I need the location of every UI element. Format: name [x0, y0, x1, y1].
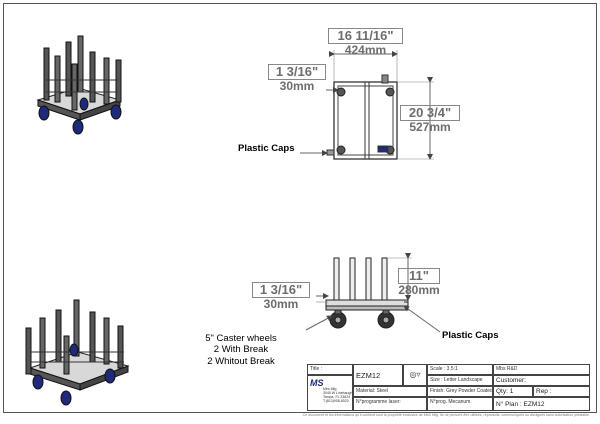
logo-cell: MS: [307, 375, 353, 411]
side-height-mm: 280mm: [398, 282, 440, 297]
top-width-dimension: 16 11/16" 424mm: [328, 28, 403, 56]
rep-cell: Rep :: [533, 386, 590, 397]
address-line1: Mbs Mfg: [323, 387, 337, 391]
address-line4: T:(813)908-8020: [323, 399, 349, 404]
top-depth-inches: 20 3/4": [400, 105, 460, 121]
caster-note-line3: 2 Whitout Break: [207, 355, 275, 367]
isometric-view-bottom: [25, 299, 130, 406]
title-value: EZM12: [353, 364, 403, 386]
plan-number-cell: N° Plan : EZM12: [493, 397, 590, 411]
sheet-border: [3, 3, 597, 413]
top-width-inches: 16 11/16": [328, 28, 403, 44]
top-depth-mm: 527mm: [409, 119, 451, 134]
side-offset-mm: 30mm: [263, 296, 299, 311]
scale-cell: Scale : 3.5:1: [427, 364, 493, 375]
prog-mecanum-cell: N°prog. Mecanum.: [427, 397, 493, 411]
side-height-inches: 11": [398, 268, 440, 284]
top-offset-inches: 1 3/16": [268, 64, 326, 80]
top-plastic-caps-callout: Plastic Caps: [238, 143, 295, 154]
caster-note: 5" Caster wheels 2 With Break 2 Whitout …: [196, 333, 286, 367]
caster-note-line1: 5" Caster wheels: [205, 333, 277, 344]
company-cell: Mbs R&D: [493, 364, 590, 375]
title-label: Title :: [307, 364, 353, 375]
isometric-view-top: [36, 35, 122, 135]
side-view: [305, 253, 441, 333]
address-block: Mbs Mfg 3045 W Linebaugh Tampa, FL 33624…: [307, 386, 353, 411]
title-block: Title : EZM12 ◎▿ Scale : 3.5:1 Size : Le…: [307, 364, 590, 411]
prog-laser-cell: N°programme laser:: [353, 397, 427, 411]
address-line3: Tampa, FL 33624: [323, 395, 351, 400]
company-logo: MS: [310, 378, 324, 388]
side-offset-dimension: 1 3/16" 30mm: [252, 282, 310, 310]
side-offset-inches: 1 3/16": [252, 282, 310, 298]
top-offset-dimension: 1 3/16" 30mm: [268, 64, 326, 92]
caster-note-line2: 2 With Break: [213, 344, 269, 356]
top-width-mm: 424mm: [344, 42, 387, 57]
side-height-dimension: 11" 280mm: [398, 268, 440, 296]
address-line2: 3045 W Linebaugh: [323, 391, 353, 396]
side-plastic-caps-callout: Plastic Caps: [442, 330, 499, 341]
top-depth-dimension: 20 3/4" 527mm: [400, 105, 460, 133]
finish-cell: Finish: Grey Powder Coated: [427, 386, 493, 397]
material-cell: Material: Steel: [353, 386, 427, 397]
top-offset-mm: 30mm: [279, 78, 315, 93]
projection-symbol: ◎▿: [403, 364, 427, 386]
top-view: [300, 50, 434, 160]
qty-cell: Qty: 1: [493, 386, 533, 397]
size-cell: Size : Letter Landscape: [427, 375, 493, 386]
customer-cell: Customer:: [493, 375, 590, 386]
footer-disclaimer: Ce document et les informations qu'il co…: [302, 413, 590, 417]
